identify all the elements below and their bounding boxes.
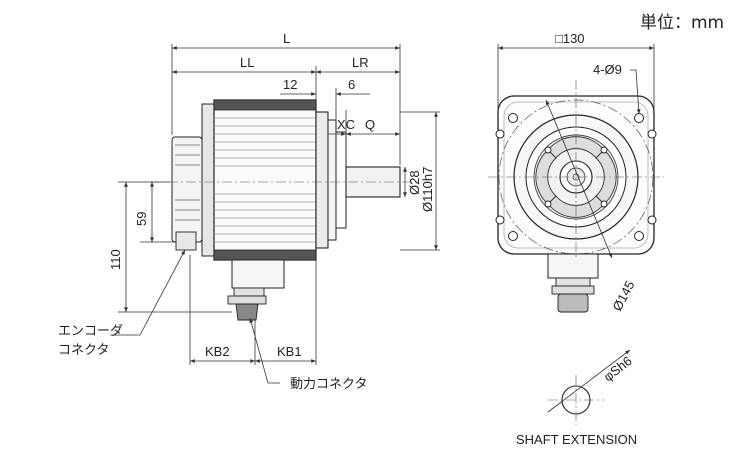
dim-110: 110 <box>108 249 123 270</box>
unit-label: 単位：mm <box>640 13 724 33</box>
dim-L: L <box>283 31 290 46</box>
shaft-extension-caption: SHAFT EXTENSION <box>516 432 637 447</box>
mounting-holes <box>495 113 657 241</box>
dim-4-holes: 4-Ø9 <box>593 62 622 77</box>
dim-d110h7: Ø110h7 <box>420 167 435 212</box>
power-connector-label: 動力コネクタ <box>290 377 367 392</box>
front-view: □130 4-Ø9 Ø145 <box>488 31 664 313</box>
dim-12: 12 <box>283 77 297 92</box>
dim-d145: Ø145 <box>609 278 637 313</box>
dim-sq130: □130 <box>555 31 585 46</box>
side-view: L LL LR 12 6 XC Q Ø28 Ø110h7 59 110 KB2 <box>58 31 440 392</box>
front-power-connector <box>547 253 599 313</box>
dim-d28: Ø28 <box>407 170 422 195</box>
dim-LR: LR <box>352 55 369 70</box>
dim-XC: XC <box>337 117 355 132</box>
motor-body <box>201 99 347 261</box>
dim-shaft-fit: φSh6 <box>601 353 635 384</box>
dim-59: 59 <box>134 212 149 226</box>
dim-KB2: KB2 <box>205 344 230 359</box>
dim-Q: Q <box>365 117 375 132</box>
encoder-connector-label-line2: コネクタ <box>58 343 109 358</box>
encoder-housing <box>171 136 203 251</box>
power-connector <box>227 259 285 321</box>
dim-6: 6 <box>348 77 355 92</box>
dim-KB1: KB1 <box>277 344 302 359</box>
shaft-extension-view: φSh6 SHAFT EXTENSION <box>516 349 637 447</box>
dim-LL: LL <box>240 55 254 70</box>
encoder-connector-label-line1: エンコーダ <box>58 324 123 339</box>
